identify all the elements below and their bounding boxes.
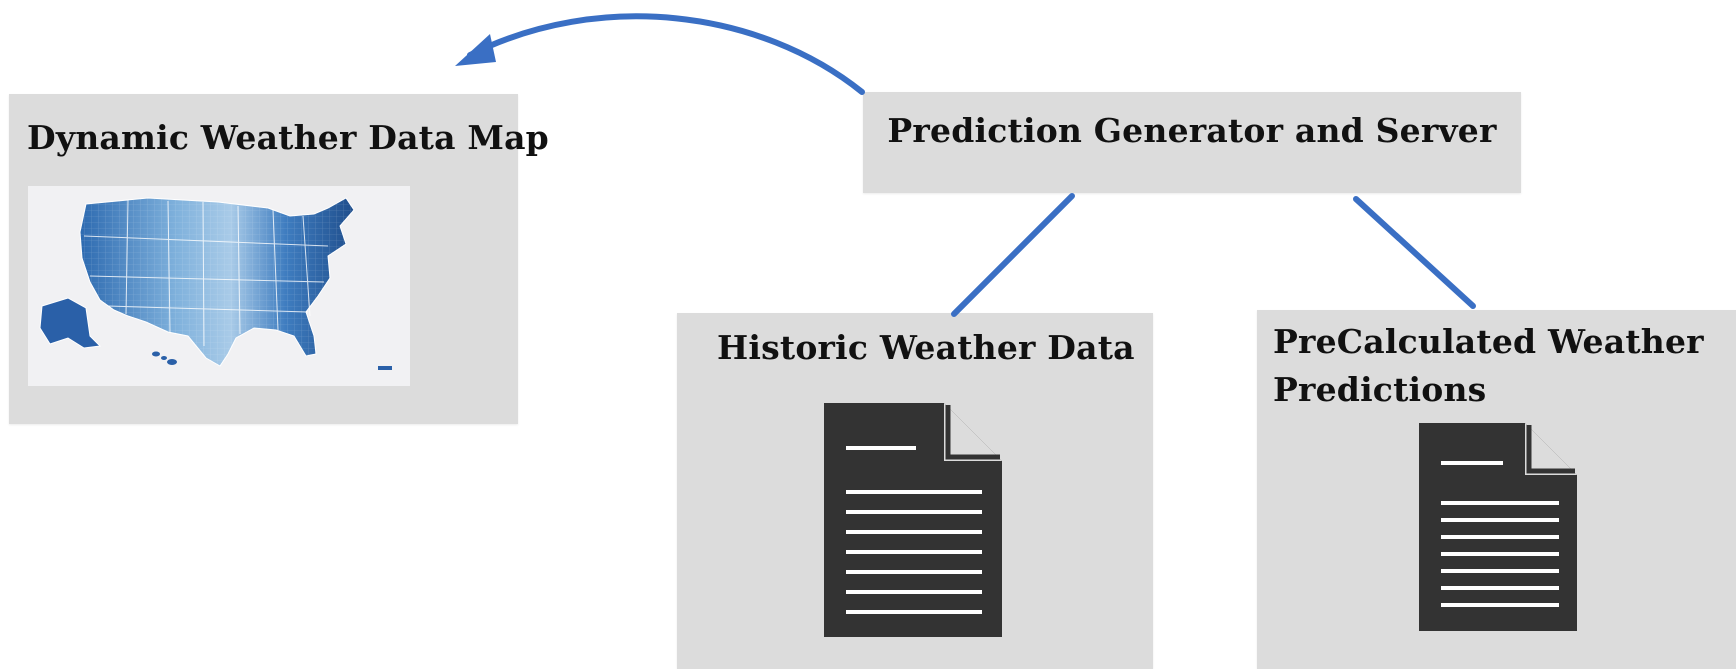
historic-node: Historic Weather Data: [677, 313, 1153, 669]
alaska-shape: [39, 297, 102, 349]
us-map-graphic: [39, 197, 392, 370]
prediction-to-map-arrow: [467, 13, 865, 95]
prediction-to-precalculated-connector: [1353, 196, 1476, 309]
document-icon: [1419, 423, 1577, 631]
hawaii-shape: [152, 351, 177, 365]
precalculated-node-title: PreCalculated Weather Predictions: [1273, 322, 1704, 409]
precalculated-node: PreCalculated Weather Predictions: [1257, 310, 1736, 669]
us-choropleth-map-icon: [28, 186, 410, 386]
prediction-node: Prediction Generator and Server: [863, 92, 1521, 193]
map-node-title: Dynamic Weather Data Map: [27, 118, 549, 157]
prediction-node-title: Prediction Generator and Server: [887, 111, 1497, 150]
prediction-to-historic-connector: [951, 193, 1075, 317]
arrowhead-icon: [455, 34, 496, 66]
document-icon: [824, 403, 1002, 637]
map-node: Dynamic Weather Data Map: [9, 94, 549, 424]
historic-node-title: Historic Weather Data: [717, 328, 1135, 367]
